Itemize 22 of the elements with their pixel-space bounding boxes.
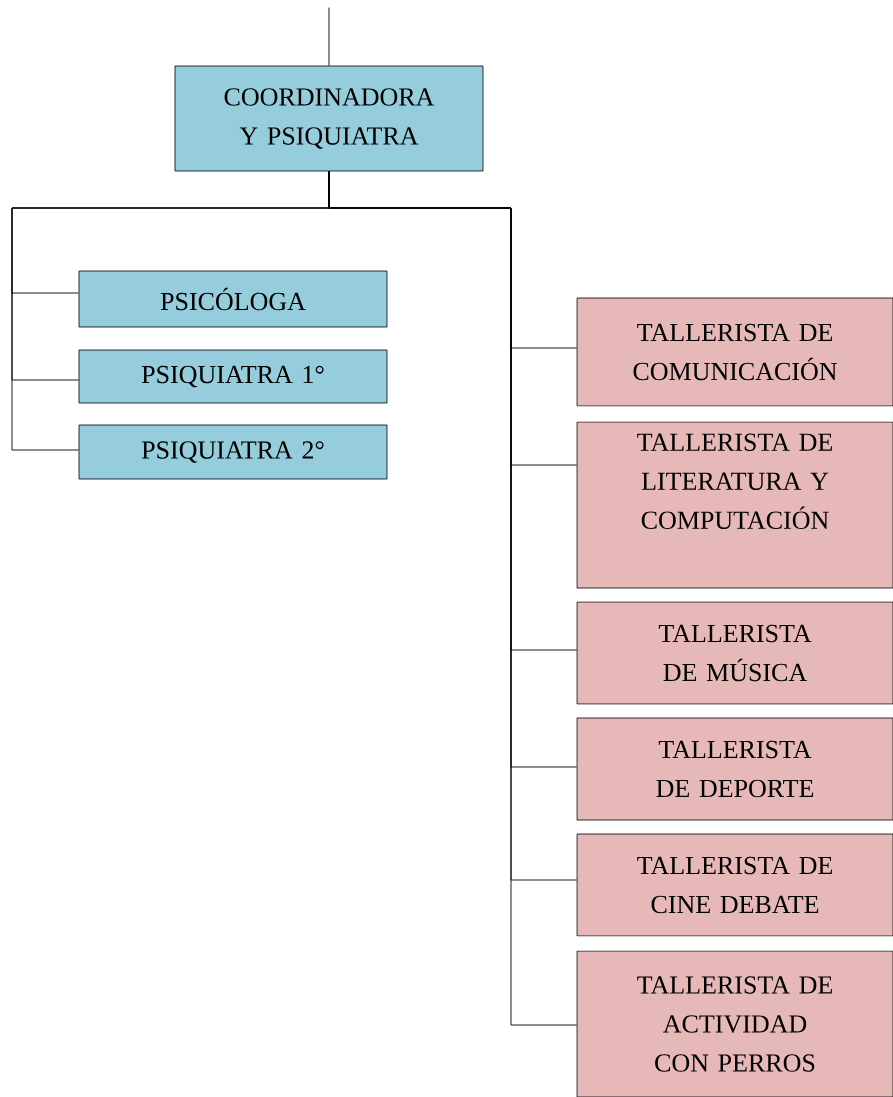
box-text: TALLERISTA DE ACTIVIDAD CON PERROS: [637, 976, 832, 1072]
org-box: [576, 717, 893, 821]
org-box: [78, 424, 388, 480]
org-box: [78, 349, 388, 404]
box-text: PSIQUIATRA 1°: [141, 365, 324, 388]
connector-line: [328, 7, 330, 67]
box-text: TALLERISTA DE LITERATURA Y COMPUTACIÓN: [637, 433, 832, 529]
org-box: [576, 601, 893, 705]
org-box: [576, 297, 893, 407]
org-box: [576, 950, 893, 1097]
box-text: PSIQUIATRA 2°: [141, 441, 324, 463]
org-box: [576, 833, 893, 937]
org-box: [78, 270, 388, 328]
box-text: COORDINADORA Y PSIQUIATRA: [224, 88, 435, 149]
box-text: TALLERISTA DE MÚSICA: [658, 624, 812, 682]
org-box: [576, 421, 893, 589]
org-box: [174, 65, 484, 172]
connector-line: [328, 170, 578, 1026]
box-text: TALLERISTA DE DEPORTE: [656, 740, 814, 798]
box-text: PSICÓLOGA: [160, 287, 306, 311]
box-text: TALLERISTA DE COMUNICACIÓN: [633, 323, 837, 381]
box-text: TALLERISTA DE CINE DEBATE: [637, 856, 832, 914]
